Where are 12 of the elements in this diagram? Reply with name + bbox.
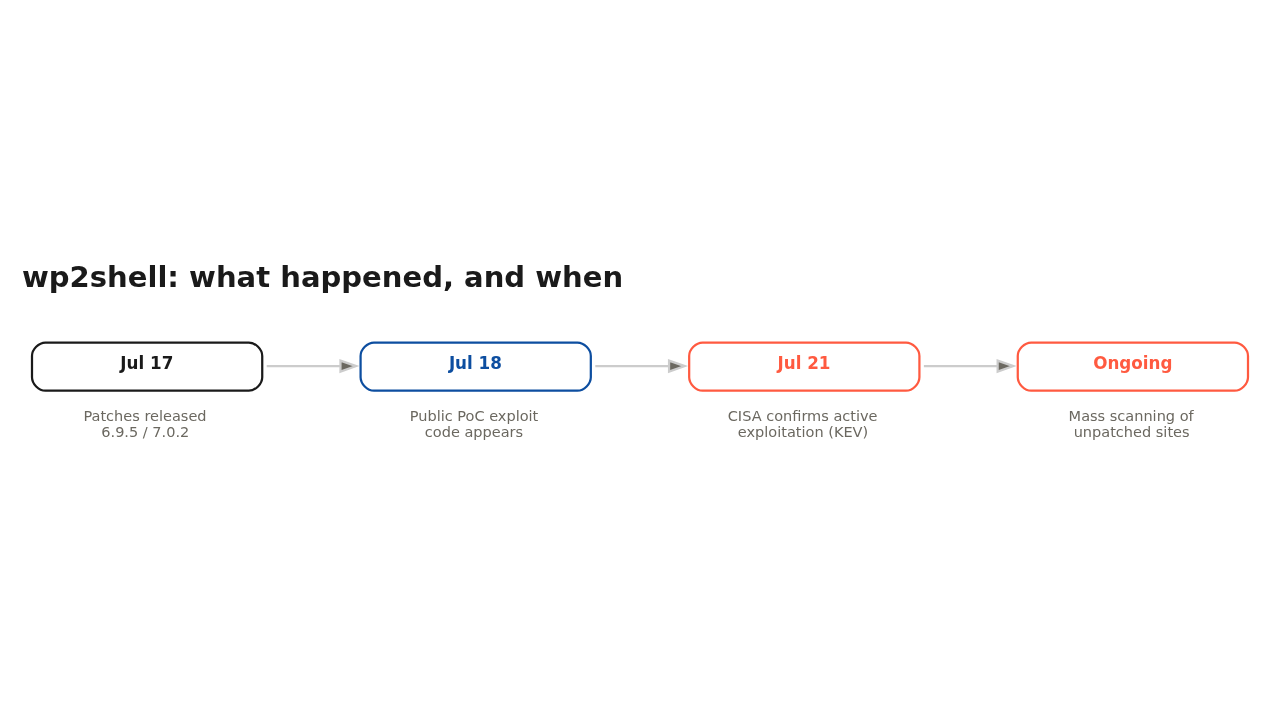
diagram-title: wp2shell: what happened, and when [21,259,624,294]
arrow [595,358,689,373]
node-box: Jul 21 [688,341,921,392]
node-label: Public PoC exploit code appears [409,407,539,440]
node-box: Jul 17 [30,341,264,392]
node-label: Mass scanning of unpatched sites [1068,407,1194,440]
node-box: Jul 18 [359,341,592,392]
arrow [923,358,1017,373]
arrow [266,358,360,373]
node-label: CISA confirms active exploitation (KEV) [727,407,878,440]
node-box: Ongoing [1016,341,1250,392]
node-label: Patches released 6.9.5 / 7.0.2 [83,407,207,440]
